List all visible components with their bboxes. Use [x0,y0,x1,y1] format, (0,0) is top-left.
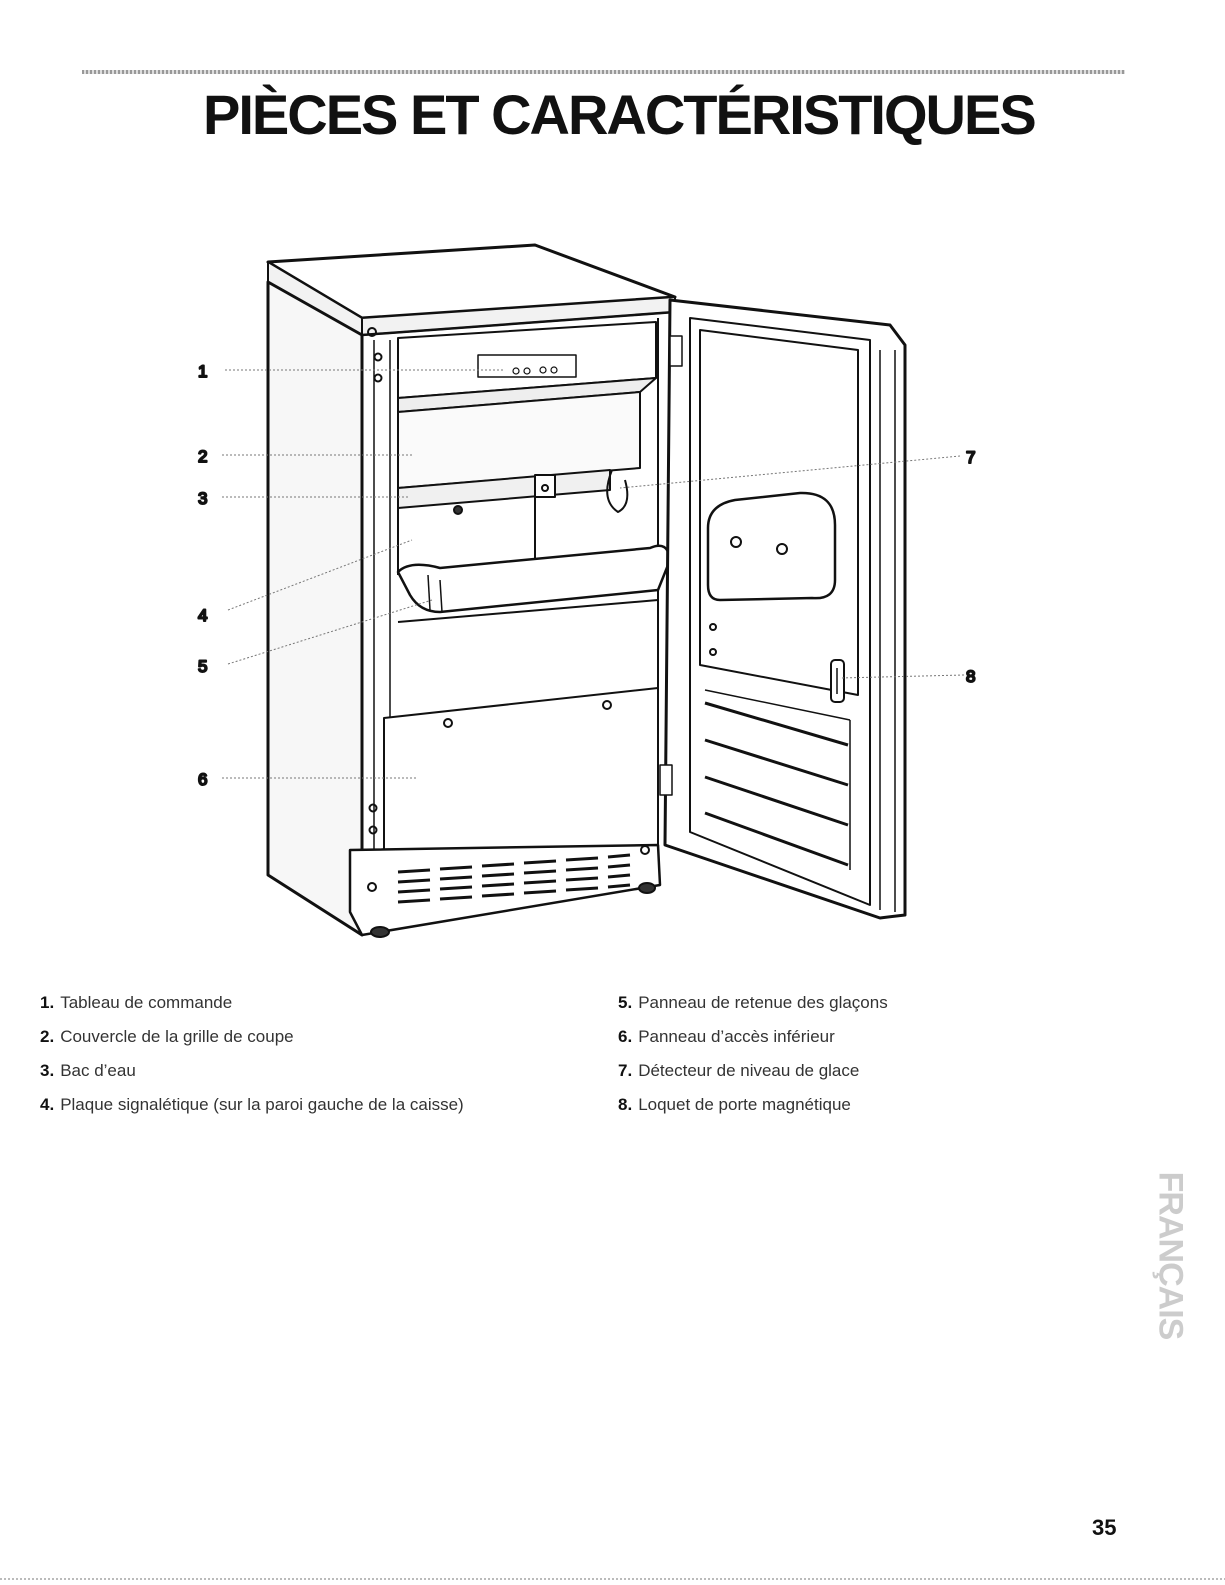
language-label: FRANÇAIS [1151,1171,1190,1339]
legend-item: 6. Panneau d’accès inférieur [618,1027,888,1061]
legend-number: 5. [618,993,633,1012]
cabinet-top [266,243,677,336]
legend-item: 1. Tableau de commande [40,993,464,1027]
page-title: PIÈCES ET CARACTÉRISTIQUES [203,83,1037,146]
legend-item: 3. Bac d’eau [40,1061,464,1095]
callout-3: 3 [198,489,207,508]
legend-number: 3. [40,1061,55,1080]
cabinet-left-wall [266,280,391,937]
bottom-rule [0,1578,1225,1580]
base-grille [397,853,631,904]
legend-item: 4. Plaque signalétique (sur la paroi gauc… [40,1095,464,1129]
legend-text: Bac d’eau [60,1061,136,1080]
door [659,298,907,920]
legend-right: 5. Panneau de retenue des glaçons 6. Panne… [618,993,888,1129]
door-vents [704,701,849,867]
cabinet-front [348,310,676,938]
legend-number: 1. [40,993,55,1012]
top-rule [82,70,1125,74]
legend-text: Plaque signalétique (sur la paroi gauche… [60,1095,464,1114]
language-side-tab: FRANÇAIS [1150,1170,1190,1340]
legend-number: 2. [40,1027,55,1046]
legend-text: Panneau d’accès inférieur [638,1027,835,1046]
legend-left: 1. Tableau de commande 2. Couvercle de la … [40,993,464,1129]
callout-4: 4 [198,606,207,625]
callout-6: 6 [198,770,207,789]
legend-item: 2. Couvercle de la grille de coupe [40,1027,464,1061]
legend-text: Loquet de porte magnétique [638,1095,851,1114]
legend-text: Panneau de retenue des glaçons [638,993,888,1012]
legend-item: 8. Loquet de porte magnétique [618,1095,888,1129]
legend-number: 6. [618,1027,633,1046]
legend-number: 7. [618,1061,633,1080]
callout-2: 2 [198,447,207,466]
legend-item: 7. Détecteur de niveau de glace [618,1061,888,1095]
leader-lines [222,369,965,779]
page-number: 35 [1092,1515,1117,1540]
legend-text: Tableau de commande [60,993,233,1012]
callout-8: 8 [966,667,975,686]
legend-item: 5. Panneau de retenue des glaçons [618,993,888,1027]
ice-maker-diagram: 1 2 3 4 5 6 7 8 [197,243,976,938]
callout-1: 1 [198,362,207,381]
legend-number: 8. [618,1095,633,1114]
legend-text: Couvercle de la grille de coupe [60,1027,294,1046]
legend-number: 4. [40,1095,55,1114]
callout-7: 7 [966,448,975,467]
legend-text: Détecteur de niveau de glace [638,1061,860,1080]
callout-5: 5 [198,657,207,676]
